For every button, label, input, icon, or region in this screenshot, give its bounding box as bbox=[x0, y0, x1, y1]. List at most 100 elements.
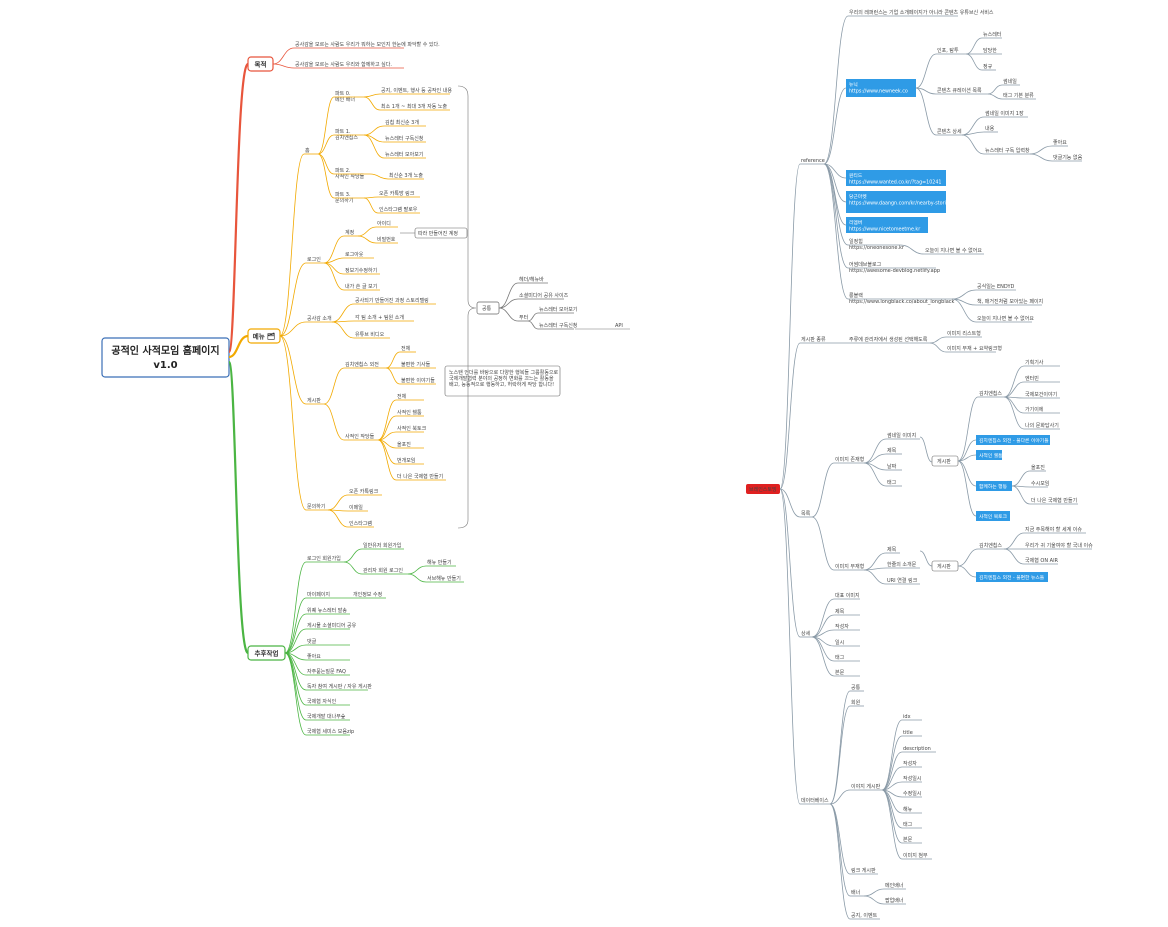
branch-line bbox=[1003, 365, 1025, 398]
branch-line bbox=[1011, 470, 1031, 487]
branch-line bbox=[498, 307, 519, 322]
db-item: 공통 bbox=[851, 685, 861, 691]
blue-kimchi-extra[interactable] bbox=[976, 435, 1050, 445]
center-label: 브레인스토밍 bbox=[749, 486, 777, 493]
branch-line bbox=[829, 690, 851, 805]
newneek-group: 콘텐츠 상세 bbox=[937, 128, 962, 135]
link-newneek[interactable] bbox=[846, 79, 916, 97]
blue-uncomfortable-news[interactable] bbox=[976, 572, 1048, 582]
branch-line bbox=[323, 257, 345, 264]
blue-shelter[interactable] bbox=[976, 450, 1002, 460]
branch-line bbox=[881, 789, 903, 844]
newneek-item: 태그 기본 분류 bbox=[1003, 92, 1034, 99]
board-kimchi: 김치엔칩스 외전 bbox=[345, 361, 379, 368]
branch-line bbox=[863, 569, 887, 585]
db-field: 본문 bbox=[903, 837, 913, 843]
longblack-item: 오늘이 지나면 볼 수 없어요 bbox=[977, 315, 1034, 322]
layout-image-field: 태그 bbox=[887, 479, 897, 486]
branch-line bbox=[779, 488, 801, 518]
layout-image-field: 제목 bbox=[887, 447, 897, 454]
link-label: 김치엔칩스 외전 - 불편한 뉴스들 bbox=[979, 574, 1045, 581]
newneek-item: 뉴스레터 bbox=[983, 31, 1001, 38]
branch-line bbox=[363, 96, 381, 111]
noimage-kimchi-item: 지금 주목해야 할 세계 이슈 bbox=[1025, 526, 1082, 533]
post-item: 국제개발 대나무숲 bbox=[307, 713, 346, 720]
newneek-group: 인포, 탐투 bbox=[937, 47, 959, 54]
blue-booktalk[interactable] bbox=[976, 511, 1010, 521]
branch-line bbox=[498, 298, 519, 309]
link-reference[interactable] bbox=[846, 217, 928, 233]
noimage-board-label: 게시판 bbox=[937, 563, 951, 570]
db-field: idx bbox=[903, 714, 911, 720]
newneek-item: 내용 bbox=[985, 125, 995, 132]
login-item: 내가 쓴 글 보기 bbox=[345, 283, 377, 290]
board-sajeok-item: 전체 bbox=[397, 393, 407, 400]
branch-line bbox=[323, 403, 345, 441]
layout-noimage: 이미지 부재형 bbox=[835, 563, 864, 570]
branch-line bbox=[987, 84, 1003, 95]
image-board-label: 게시판 bbox=[937, 458, 951, 465]
center-node[interactable] bbox=[746, 484, 780, 494]
branch-line bbox=[331, 303, 355, 323]
db-banner-item: 메인배너 bbox=[885, 882, 903, 889]
branch-line bbox=[957, 460, 977, 487]
branch-line bbox=[323, 367, 345, 405]
branch-line bbox=[823, 163, 849, 269]
branch-line bbox=[863, 453, 887, 464]
branch-line bbox=[811, 598, 835, 638]
branch-line bbox=[987, 93, 1003, 100]
noimage-kimchi-item: 국제협 ON AIR bbox=[1025, 557, 1059, 564]
layout-noimage-field: 한줄의 소개문 bbox=[887, 561, 917, 568]
branch-line bbox=[284, 652, 307, 706]
post-node-label: 추후작업 bbox=[255, 649, 279, 658]
footer-item: 뉴스레터 구독신청 bbox=[539, 322, 577, 329]
link-reference[interactable] bbox=[846, 170, 946, 186]
db-board: 이야지 게시판 bbox=[851, 783, 881, 790]
account-note: 따라 만들어진 계정 bbox=[418, 230, 458, 237]
detail-item: 작성자 bbox=[835, 623, 849, 630]
admin-item: 서브해뉴 만들기 bbox=[427, 575, 461, 582]
link-reference[interactable] bbox=[846, 191, 946, 213]
contact-item: 이메일 bbox=[349, 504, 363, 511]
branch-line bbox=[881, 735, 903, 791]
login-item: 정보기수정하기 bbox=[345, 267, 377, 274]
branch-line bbox=[957, 460, 977, 517]
branch-line bbox=[1029, 145, 1053, 155]
layout-node: 목록 bbox=[801, 511, 811, 517]
branch-line bbox=[1003, 532, 1025, 550]
home-part0: 파트 0.메인 배너 bbox=[335, 90, 355, 103]
link-label: 사적인 북토크 bbox=[979, 513, 1008, 520]
image-kimchi-item: 나의 문화답사기 bbox=[1025, 422, 1059, 429]
db-banner-item: 팝업배너 bbox=[885, 897, 903, 904]
branch-line bbox=[272, 63, 295, 69]
list-item: 이미지 리스트형 bbox=[947, 330, 981, 337]
layout-image-field: 날짜 bbox=[887, 463, 897, 470]
branch-line bbox=[1003, 381, 1025, 398]
branch-line bbox=[811, 462, 835, 518]
contact-item: 인스타그램 bbox=[349, 520, 372, 527]
root-title: 공적인 사적모임 홈페이지 bbox=[111, 344, 219, 357]
blue-together[interactable] bbox=[976, 481, 1012, 491]
intro-node: 공사감 소개 bbox=[307, 315, 332, 322]
post-item: 게시물 소셜미디어 공유 bbox=[307, 622, 357, 629]
db-field: 작성자 bbox=[903, 760, 917, 767]
trunk-menu bbox=[228, 334, 249, 359]
branch-line bbox=[863, 462, 887, 487]
board-sajeok: 사적인 작당들 bbox=[345, 433, 375, 440]
branch-line bbox=[915, 87, 937, 136]
admin-item: 해뉴 만들기 bbox=[427, 559, 452, 566]
root-node[interactable] bbox=[101, 337, 230, 378]
branch-line bbox=[863, 888, 885, 897]
branch-line bbox=[317, 134, 335, 155]
purpose-item: 공사감을 모르는 사람도 우리와 함께하고 싶다. bbox=[295, 61, 392, 68]
link-label: 사적인 쉘툼 bbox=[979, 452, 1003, 459]
branch-line bbox=[323, 235, 345, 264]
branch-line bbox=[829, 803, 851, 920]
db-node: 데이터베이스 bbox=[801, 797, 829, 804]
post-item: 위퀘 뉴스레터 발송 bbox=[307, 607, 347, 614]
branch-line bbox=[498, 282, 519, 309]
branch-line bbox=[915, 53, 937, 89]
branch-line bbox=[915, 87, 937, 95]
branch-line bbox=[284, 652, 307, 721]
